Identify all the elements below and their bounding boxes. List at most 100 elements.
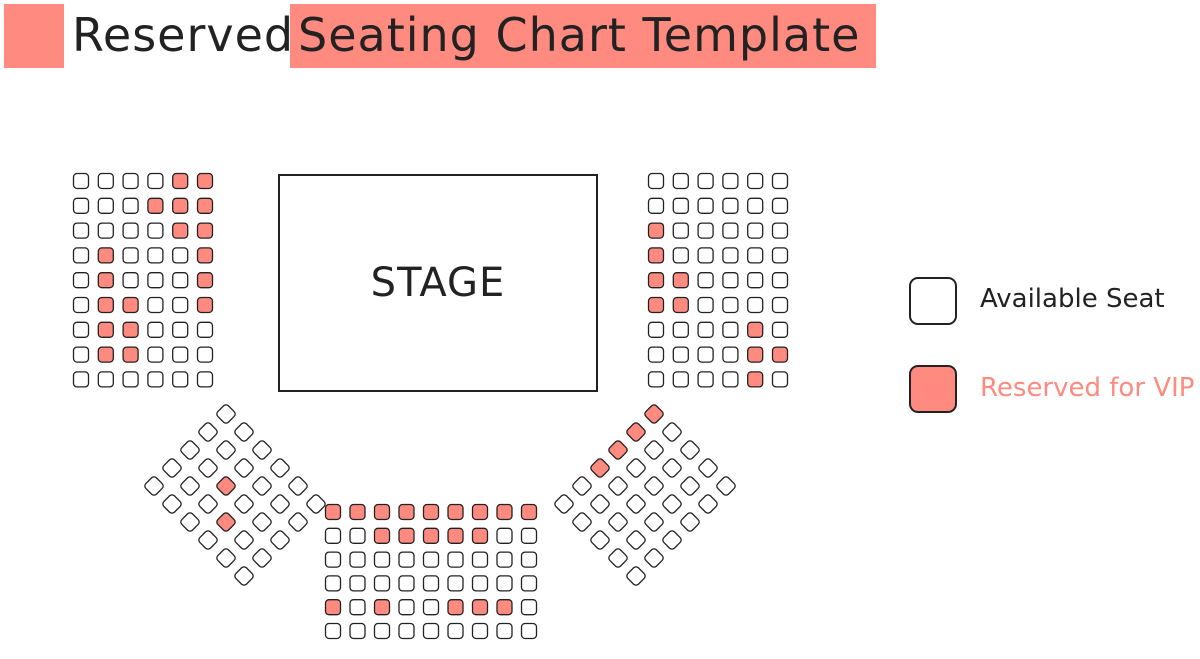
available-seat[interactable] bbox=[496, 551, 513, 568]
reserved-seat[interactable] bbox=[447, 503, 464, 521]
reserved-seat[interactable] bbox=[471, 599, 489, 616]
available-seat[interactable] bbox=[647, 371, 665, 388]
available-seat[interactable] bbox=[747, 272, 764, 289]
available-seat[interactable] bbox=[196, 346, 214, 363]
available-seat[interactable] bbox=[672, 197, 689, 214]
available-seat[interactable] bbox=[589, 493, 610, 514]
reserved-seat[interactable] bbox=[373, 503, 391, 521]
available-seat[interactable] bbox=[722, 296, 739, 314]
available-seat[interactable] bbox=[233, 529, 254, 550]
available-seat[interactable] bbox=[349, 527, 366, 544]
available-seat[interactable] bbox=[643, 475, 664, 496]
available-seat[interactable] bbox=[661, 493, 682, 514]
available-seat[interactable] bbox=[398, 551, 415, 568]
reserved-seat[interactable] bbox=[97, 247, 114, 264]
available-seat[interactable] bbox=[625, 493, 646, 514]
available-seat[interactable] bbox=[607, 547, 628, 568]
reserved-seat[interactable] bbox=[643, 403, 664, 424]
available-seat[interactable] bbox=[607, 511, 628, 532]
available-seat[interactable] bbox=[251, 547, 272, 568]
available-seat[interactable] bbox=[771, 222, 789, 239]
available-seat[interactable] bbox=[672, 172, 689, 190]
available-seat[interactable] bbox=[625, 457, 646, 478]
reserved-seat[interactable] bbox=[196, 197, 214, 214]
reserved-seat[interactable] bbox=[398, 527, 415, 544]
reserved-seat[interactable] bbox=[471, 503, 489, 521]
available-seat[interactable] bbox=[447, 551, 464, 568]
available-seat[interactable] bbox=[349, 551, 366, 568]
available-seat[interactable] bbox=[147, 371, 164, 388]
available-seat[interactable] bbox=[269, 457, 290, 478]
available-seat[interactable] bbox=[147, 222, 164, 239]
available-seat[interactable] bbox=[197, 457, 218, 478]
reserved-seat[interactable] bbox=[471, 527, 489, 544]
reserved-seat[interactable] bbox=[589, 457, 610, 478]
available-seat[interactable] bbox=[722, 321, 739, 338]
available-seat[interactable] bbox=[122, 197, 139, 214]
available-seat[interactable] bbox=[147, 272, 164, 289]
available-seat[interactable] bbox=[747, 197, 764, 214]
available-seat[interactable] bbox=[324, 575, 342, 592]
available-seat[interactable] bbox=[172, 346, 189, 363]
reserved-seat[interactable] bbox=[196, 172, 214, 190]
available-seat[interactable] bbox=[215, 547, 236, 568]
available-seat[interactable] bbox=[349, 622, 366, 640]
reserved-seat[interactable] bbox=[771, 346, 789, 363]
available-seat[interactable] bbox=[496, 622, 513, 640]
available-seat[interactable] bbox=[72, 272, 90, 289]
reserved-seat[interactable] bbox=[672, 296, 689, 314]
available-seat[interactable] bbox=[697, 172, 714, 190]
available-seat[interactable] bbox=[520, 575, 538, 592]
available-seat[interactable] bbox=[697, 247, 714, 264]
available-seat[interactable] bbox=[715, 475, 736, 496]
available-seat[interactable] bbox=[422, 599, 440, 616]
available-seat[interactable] bbox=[122, 172, 139, 190]
available-seat[interactable] bbox=[661, 457, 682, 478]
available-seat[interactable] bbox=[251, 511, 272, 532]
available-seat[interactable] bbox=[287, 511, 308, 532]
available-seat[interactable] bbox=[97, 371, 114, 388]
available-seat[interactable] bbox=[72, 321, 90, 338]
available-seat[interactable] bbox=[172, 296, 189, 314]
available-seat[interactable] bbox=[722, 272, 739, 289]
available-seat[interactable] bbox=[147, 172, 164, 190]
reserved-seat[interactable] bbox=[647, 222, 665, 239]
reserved-seat[interactable] bbox=[97, 272, 114, 289]
reserved-seat[interactable] bbox=[625, 421, 646, 442]
available-seat[interactable] bbox=[771, 247, 789, 264]
available-seat[interactable] bbox=[647, 172, 665, 190]
available-seat[interactable] bbox=[215, 439, 236, 460]
available-seat[interactable] bbox=[771, 371, 789, 388]
available-seat[interactable] bbox=[471, 551, 489, 568]
available-seat[interactable] bbox=[269, 493, 290, 514]
reserved-seat[interactable] bbox=[607, 439, 628, 460]
available-seat[interactable] bbox=[747, 172, 764, 190]
available-seat[interactable] bbox=[161, 457, 182, 478]
available-seat[interactable] bbox=[305, 493, 326, 514]
available-seat[interactable] bbox=[747, 247, 764, 264]
reserved-seat[interactable] bbox=[373, 527, 391, 544]
available-seat[interactable] bbox=[722, 222, 739, 239]
available-seat[interactable] bbox=[197, 493, 218, 514]
available-seat[interactable] bbox=[679, 439, 700, 460]
available-seat[interactable] bbox=[496, 527, 513, 544]
available-seat[interactable] bbox=[324, 527, 342, 544]
reserved-seat[interactable] bbox=[647, 272, 665, 289]
available-seat[interactable] bbox=[398, 622, 415, 640]
reserved-seat[interactable] bbox=[422, 503, 440, 521]
available-seat[interactable] bbox=[447, 622, 464, 640]
reserved-seat[interactable] bbox=[196, 272, 214, 289]
available-seat[interactable] bbox=[520, 527, 538, 544]
reserved-seat[interactable] bbox=[215, 511, 236, 532]
available-seat[interactable] bbox=[771, 321, 789, 338]
available-seat[interactable] bbox=[233, 457, 254, 478]
available-seat[interactable] bbox=[496, 575, 513, 592]
available-seat[interactable] bbox=[172, 371, 189, 388]
available-seat[interactable] bbox=[771, 172, 789, 190]
reserved-seat[interactable] bbox=[122, 296, 139, 314]
reserved-seat[interactable] bbox=[373, 599, 391, 616]
available-seat[interactable] bbox=[643, 547, 664, 568]
available-seat[interactable] bbox=[197, 421, 218, 442]
available-seat[interactable] bbox=[179, 511, 200, 532]
reserved-seat[interactable] bbox=[97, 296, 114, 314]
